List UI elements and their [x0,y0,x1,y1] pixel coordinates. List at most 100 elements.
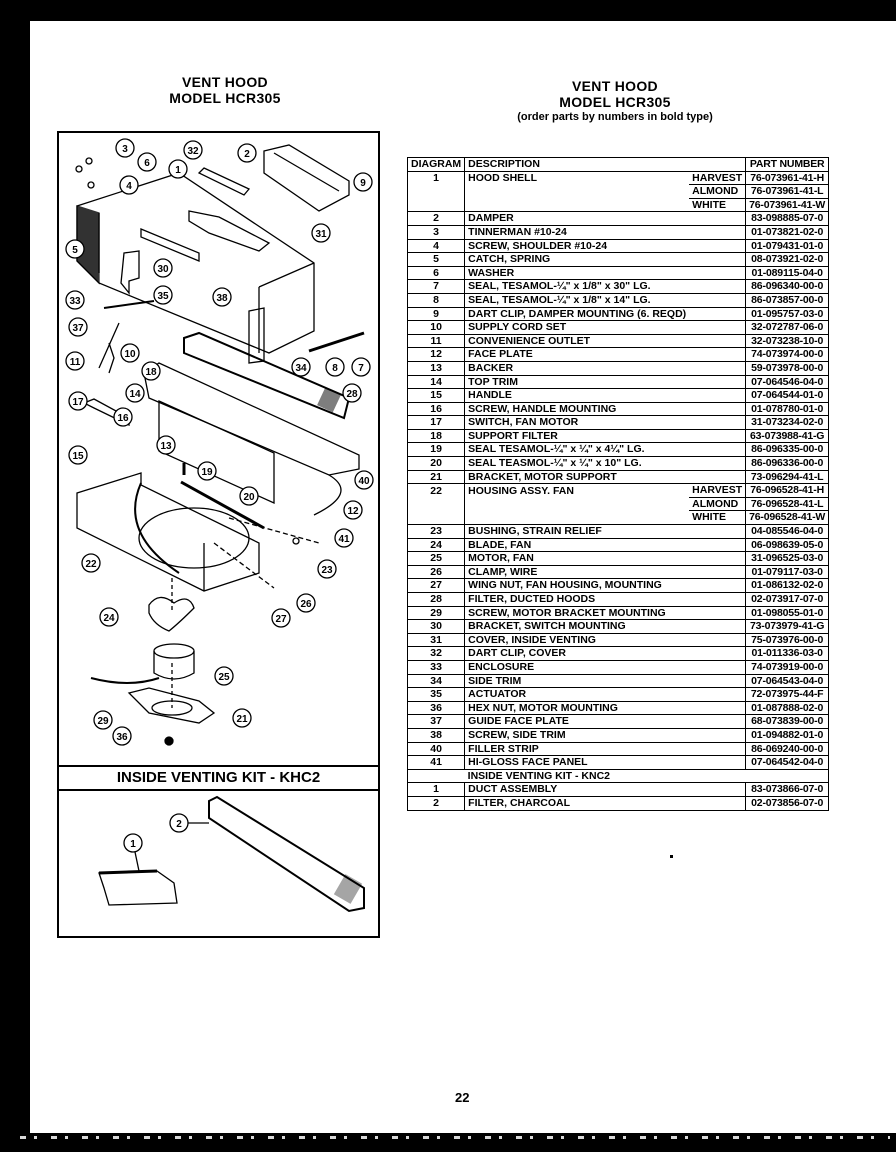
part-number: 75-073976-00-0 [745,632,830,648]
diagram-number: 26 [406,564,466,580]
diagram-number: 28 [406,592,466,607]
part-description: DUCT ASSEMBLY [464,782,747,797]
svg-text:24: 24 [103,613,115,624]
order-note: (order parts by numbers in bold type) [517,111,713,123]
color-variant: ALMOND [689,184,747,199]
diagram-number: 1 [406,782,466,797]
part-description: ENCLOSURE [464,659,690,675]
scan-border-bottom [0,1133,896,1152]
color-variant [689,700,747,716]
color-variant [689,211,747,226]
part-description: BLADE, FAN [464,537,690,553]
color-variant [689,524,747,539]
svg-text:11: 11 [70,357,81,368]
part-description: BUSHING, STRAIN RELIEF [464,524,690,539]
diagram-number: 23 [406,524,466,539]
part-number: 01-094882-01-0 [745,727,830,743]
part-description: MOTOR, FAN [464,551,690,566]
svg-text:2: 2 [176,819,182,830]
part-description: ACTUATOR [464,687,690,702]
diagram-number: 11 [406,333,466,349]
part-number: 01-073821-02-0 [745,224,830,240]
part-number: 73-073979-41-G [745,619,830,634]
svg-text:19: 19 [201,467,213,478]
diagram-title: VENT HOOD MODEL HCR305 [120,74,330,106]
color-variant [689,714,747,729]
diagram-number: 35 [406,687,466,702]
part-description [464,198,690,213]
part-description: FILTER, CHARCOAL [464,795,747,811]
part-number: 07-064542-04-0 [745,755,830,770]
part-number: 01-086132-02-0 [745,578,830,593]
part-number: 74-073919-00-0 [745,659,830,675]
part-number: 08-073921-02-0 [745,252,830,267]
part-description: HI-GLOSS FACE PANEL [464,755,690,770]
page-number: 22 [455,1090,470,1105]
scan-speck [670,855,673,858]
part-description: FACE PLATE [464,347,690,362]
part-description: HOOD SHELL [464,170,690,185]
color-variant [689,238,747,254]
color-variant [689,360,747,376]
part-number: 01-089115-04-0 [745,265,830,281]
svg-text:36: 36 [116,732,128,743]
color-variant [689,605,747,621]
part-number: 32-073238-10-0 [745,333,830,349]
color-variant: HARVEST [689,483,747,498]
diagram-number: 18 [406,428,466,444]
color-variant [689,279,747,294]
parts-title-model: MODEL HCR305 [559,94,671,110]
svg-text:1: 1 [130,839,136,850]
svg-text:22: 22 [85,559,97,570]
svg-text:7: 7 [358,363,364,374]
part-number: 86-096340-00-0 [745,279,830,294]
part-description: DART CLIP, COVER [464,646,690,661]
color-variant [689,537,747,553]
part-number: 72-073975-44-F [745,687,830,702]
diagram-number: 7 [406,279,466,294]
color-variant [689,374,747,390]
color-variant: WHITE [689,197,747,213]
svg-text:37: 37 [72,323,84,334]
part-description: BRACKET, SWITCH MOUNTING [464,619,690,634]
diagram-number: 30 [406,619,466,634]
diagram-title-line1: VENT HOOD [182,74,268,90]
svg-text:20: 20 [243,492,255,503]
diagram-number [406,497,466,511]
svg-text:16: 16 [117,413,129,424]
svg-text:29: 29 [97,716,109,727]
part-number: 32-072787-06-0 [745,320,830,335]
diagram-title-model: MODEL HCR305 [169,90,281,106]
diagram-number: 16 [406,401,466,417]
svg-text:14: 14 [129,389,141,400]
part-description: HANDLE [464,388,690,403]
color-variant [689,755,747,770]
diagram-number: 25 [406,551,466,566]
color-variant [689,347,747,362]
part-number: 01-095757-03-0 [745,306,830,322]
diagram-number: 12 [406,347,466,362]
diagram-number: 20 [406,456,466,471]
diagram-number: 34 [406,673,466,689]
svg-text:15: 15 [72,451,84,462]
part-description: SEAL TESAMOL-¼" x ¼" x 4¼" LG. [464,442,690,458]
svg-text:6: 6 [144,158,150,169]
svg-text:27: 27 [275,614,287,625]
color-variant [689,727,747,743]
